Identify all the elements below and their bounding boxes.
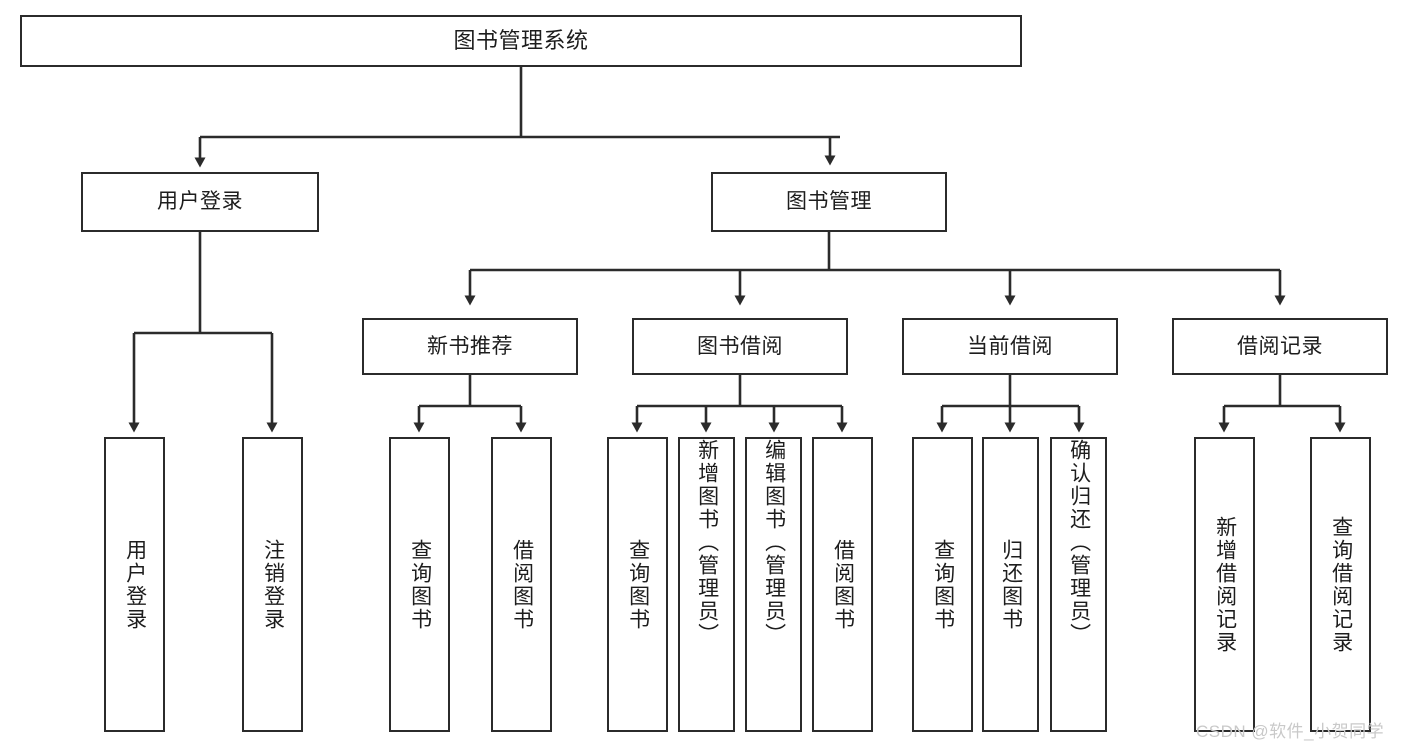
node-user-login[interactable]: 用户登录 <box>81 172 319 232</box>
node-leaf-query-book-recommend[interactable]: 查询图书 <box>389 437 450 732</box>
node-label: 归还图书 <box>999 538 1023 631</box>
node-label: 确认归还（管理员） <box>1067 439 1091 646</box>
node-leaf-query-book-current[interactable]: 查询图书 <box>912 437 973 732</box>
node-leaf-borrow-book[interactable]: 借阅图书 <box>812 437 873 732</box>
node-leaf-query-borrow-record[interactable]: 查询借阅记录 <box>1310 437 1371 732</box>
node-leaf-user-login[interactable]: 用户登录 <box>104 437 165 732</box>
node-label: 查询图书 <box>626 538 650 631</box>
node-label: 编辑图书（管理员） <box>762 439 786 646</box>
node-label: 新增借阅记录 <box>1213 515 1237 654</box>
node-leaf-confirm-return[interactable]: 确认归还（管理员） <box>1050 437 1107 732</box>
node-label: 借阅记录 <box>1237 334 1323 358</box>
node-label: 查询图书 <box>408 538 432 631</box>
node-book-management[interactable]: 图书管理 <box>711 172 947 232</box>
node-label: 当前借阅 <box>967 334 1053 358</box>
node-book-borrow[interactable]: 图书借阅 <box>632 318 848 375</box>
node-label: 借阅图书 <box>510 538 534 631</box>
node-borrow-record[interactable]: 借阅记录 <box>1172 318 1388 375</box>
node-label: 图书管理系统 <box>453 27 589 53</box>
node-leaf-edit-book[interactable]: 编辑图书（管理员） <box>745 437 802 732</box>
node-leaf-return-book[interactable]: 归还图书 <box>982 437 1039 732</box>
node-leaf-add-borrow-record[interactable]: 新增借阅记录 <box>1194 437 1255 732</box>
node-label: 图书管理 <box>786 190 872 214</box>
node-label: 查询借阅记录 <box>1329 515 1353 654</box>
node-label: 借阅图书 <box>831 538 855 631</box>
watermark-csdn: CSDN @软件_小贺同学 <box>1196 722 1385 741</box>
node-current-borrow[interactable]: 当前借阅 <box>902 318 1118 375</box>
node-label: 用户登录 <box>123 538 147 631</box>
node-label: 新增图书（管理员） <box>695 439 719 646</box>
node-leaf-logout[interactable]: 注销登录 <box>242 437 303 732</box>
node-leaf-borrow-book-recommend[interactable]: 借阅图书 <box>491 437 552 732</box>
node-label: 图书借阅 <box>697 334 783 358</box>
node-label: 查询图书 <box>931 538 955 631</box>
node-label: 注销登录 <box>261 538 285 631</box>
node-label: 新书推荐 <box>427 334 513 358</box>
node-root-book-management-system[interactable]: 图书管理系统 <box>20 15 1022 67</box>
node-label: 用户登录 <box>157 190 243 214</box>
node-leaf-add-book[interactable]: 新增图书（管理员） <box>678 437 735 732</box>
node-new-book-recommend[interactable]: 新书推荐 <box>362 318 578 375</box>
node-leaf-query-book-borrow[interactable]: 查询图书 <box>607 437 668 732</box>
